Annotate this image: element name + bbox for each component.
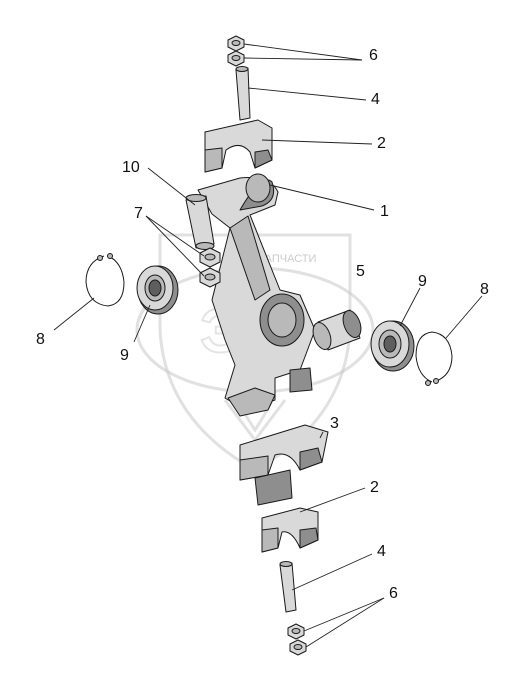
leader-lines [53,43,483,648]
leader-6-top-b [243,57,363,61]
bushing [312,309,362,351]
callout-4-bottom: 4 [377,543,386,560]
leader-3 [319,431,324,439]
small-nut-lower [199,267,221,288]
callout-9-left: 9 [120,347,129,364]
leader-2-bottom [299,487,366,513]
leader-8-left [53,297,95,331]
leader-2-top [261,139,373,145]
callout-labels: 6 4 2 10 1 7 5 9 8 8 9 3 2 4 6 [36,47,489,602]
bottom-stud [279,561,297,613]
bottom-nut-upper [287,623,305,640]
leader-9-left [133,304,151,343]
bottom-cap [261,507,319,553]
top-nut-lower [227,50,245,67]
callout-7: 7 [134,205,143,222]
small-nut-upper [199,247,221,268]
callout-6-top: 6 [369,47,378,64]
leader-1 [269,184,375,211]
leader-8-right [445,295,483,339]
top-nut-upper [227,35,245,52]
leader-9-right [399,287,421,327]
callout-4-top: 4 [371,91,380,108]
callout-6-bottom: 6 [389,585,398,602]
connecting-rod-body [197,173,316,417]
leader-6-bottom-b [305,597,385,648]
leader-4-bottom [291,553,373,591]
callout-3: 3 [330,415,339,432]
callout-9-right: 9 [418,273,427,290]
callout-8-right: 8 [480,281,489,298]
leader-7-b [145,215,205,277]
right-bearing [370,320,415,372]
right-snap-ring [415,331,453,386]
callout-8-left: 8 [36,331,45,348]
callout-2-bottom: 2 [370,479,379,496]
callout-10: 10 [122,159,140,176]
leader-7-a [145,215,205,257]
callout-1: 1 [380,203,389,220]
bottom-nut-lower [289,639,307,656]
leader-6-bottom-a [303,597,385,632]
pin-sleeve [185,194,215,250]
watermark-text: ЗАПЧАСТИ [258,253,316,265]
left-snap-ring [85,253,125,307]
callout-2-top: 2 [377,135,386,152]
leader-10 [147,167,196,206]
top-stud [235,66,251,121]
left-bearing [136,265,179,315]
callout-5: 5 [356,263,365,280]
top-cap [204,119,273,173]
leader-4-top [247,87,367,101]
leader-6-top-a [243,43,363,61]
lower-cap [239,424,329,506]
